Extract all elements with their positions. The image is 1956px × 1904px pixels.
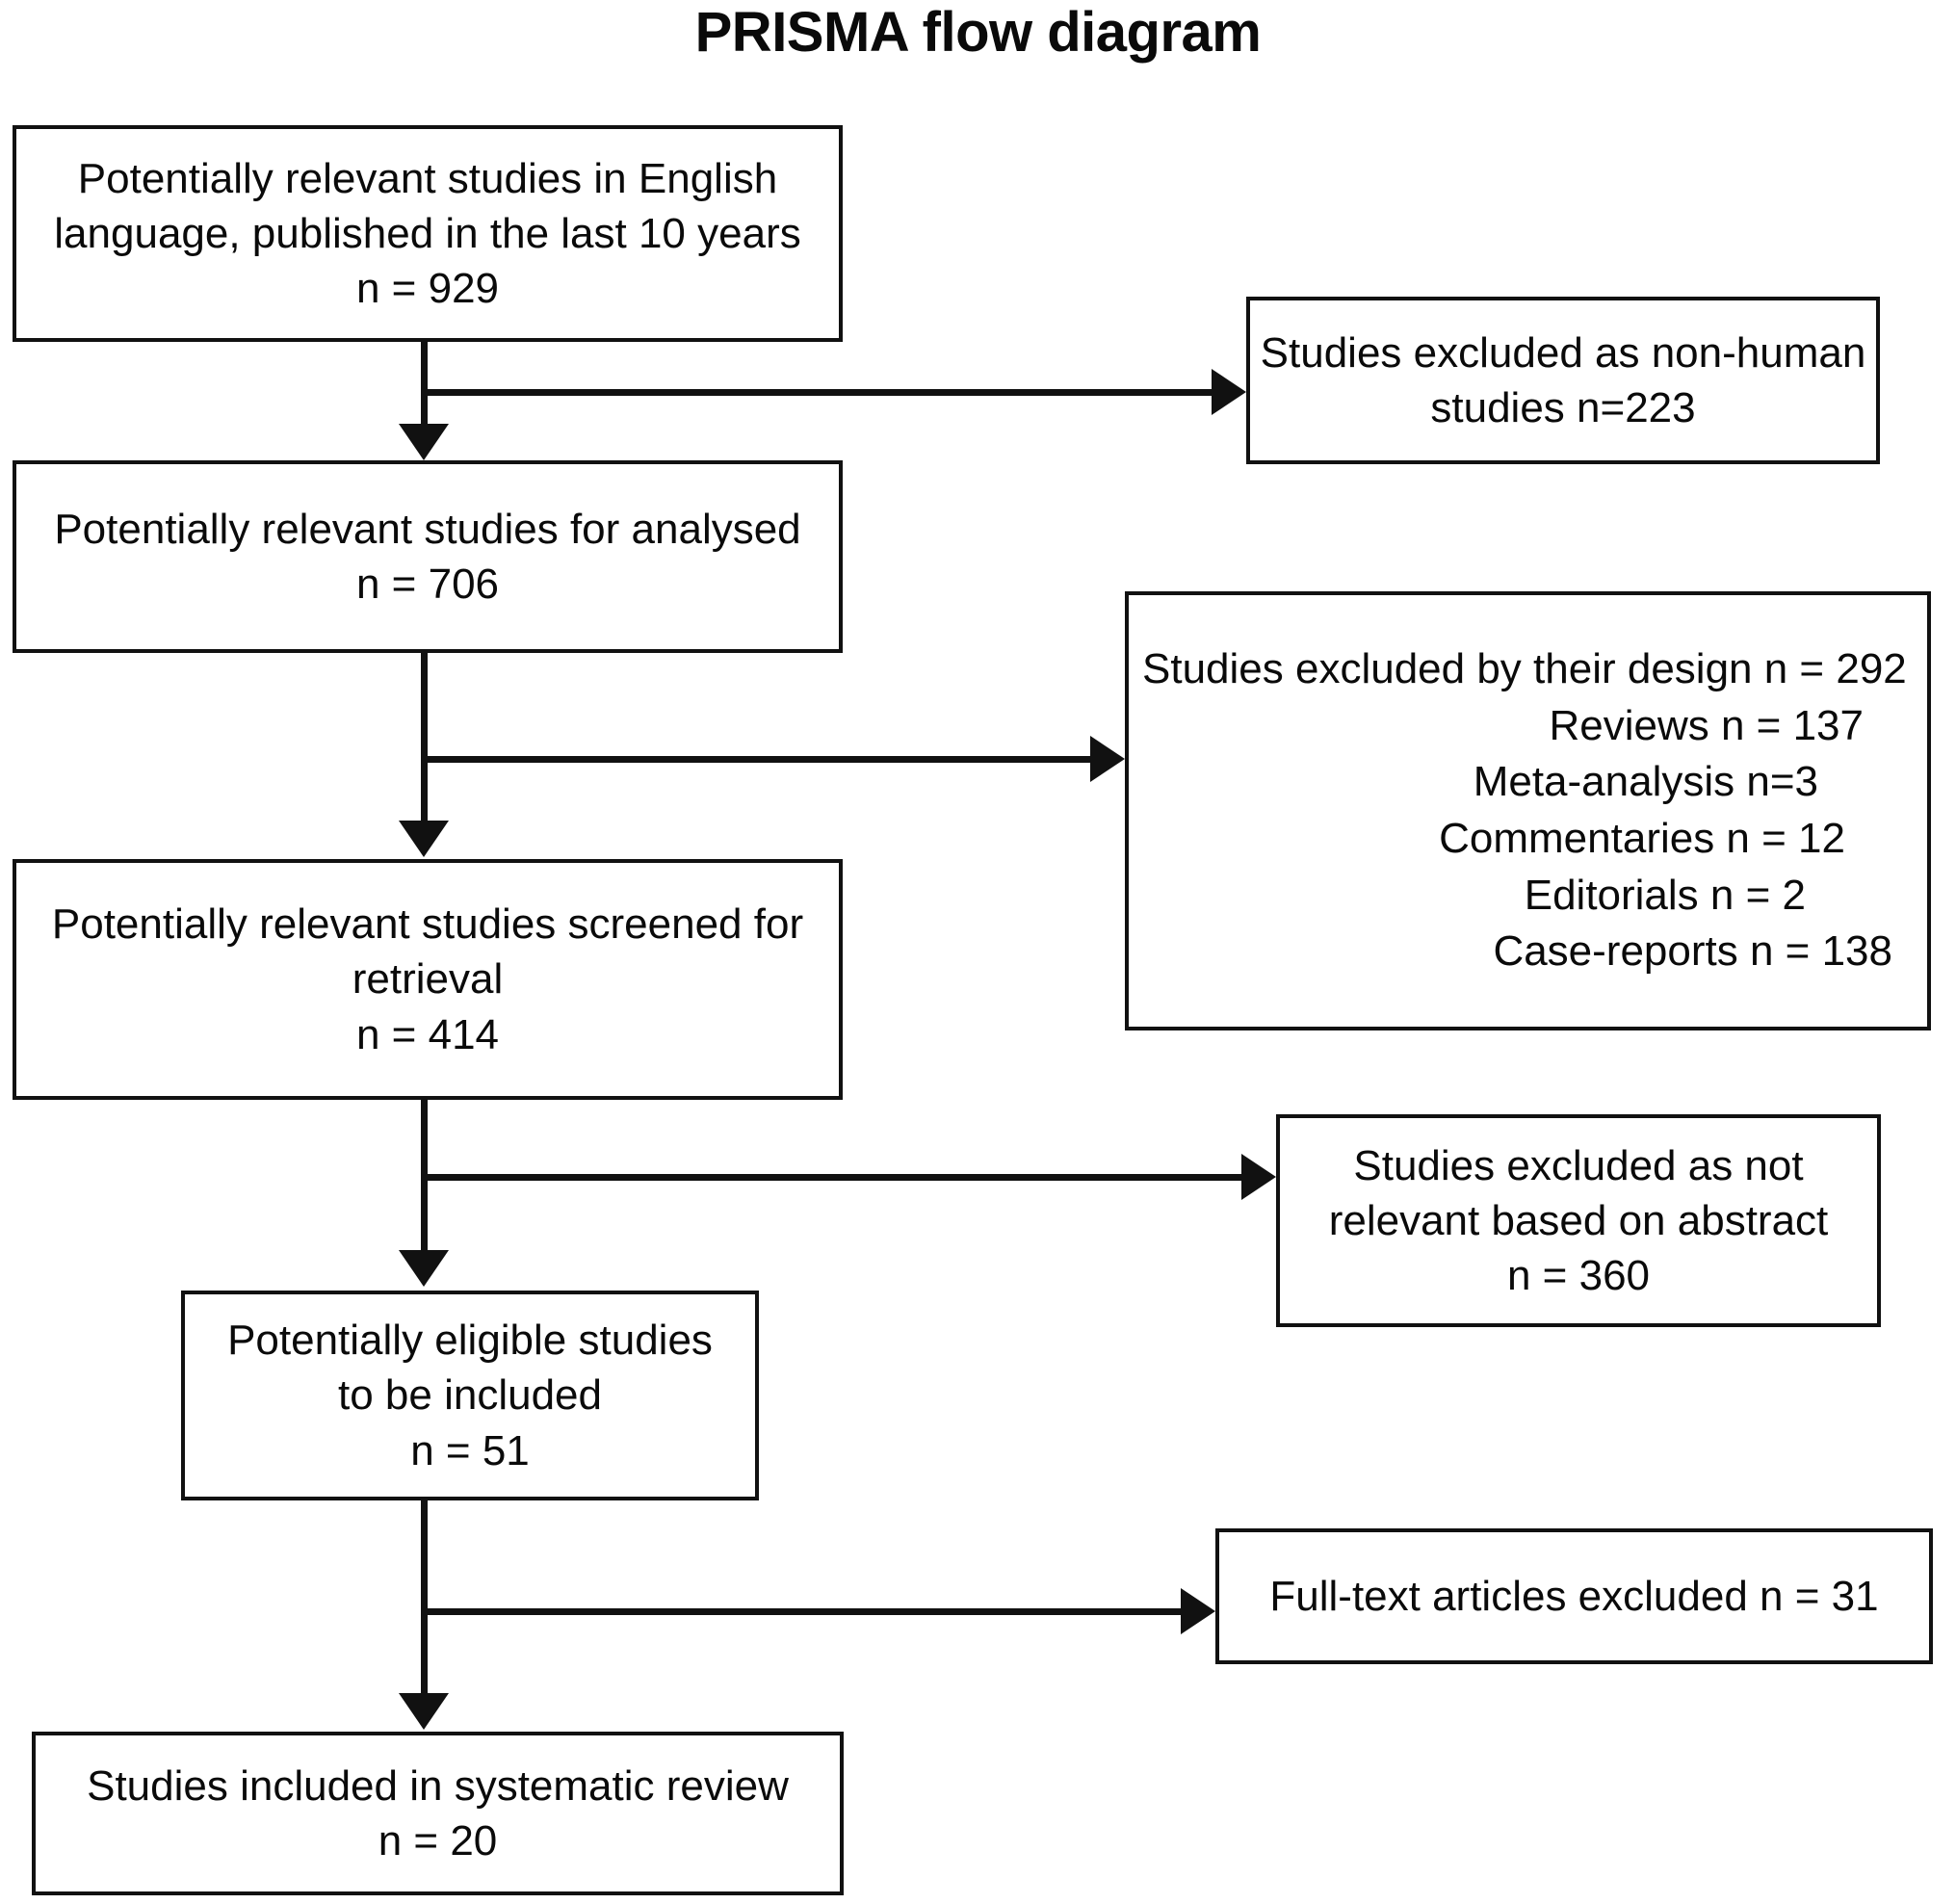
node-line: Potentially eligible studies — [227, 1317, 713, 1365]
node-line: Case-reports n = 138 — [1493, 927, 1892, 976]
page-title: PRISMA flow diagram — [694, 1, 1262, 64]
node-count: n = 929 — [355, 265, 500, 313]
arrow-right-eligible-to-fulltext — [1181, 1588, 1215, 1634]
node-line: retrieval — [352, 955, 504, 1004]
node-line: Potentially relevant studies in English — [77, 154, 778, 202]
arrow-down-identified-to-analysed — [399, 424, 449, 460]
node-line: Studies excluded as not — [1353, 1141, 1804, 1189]
node-count: n = 51 — [410, 1426, 530, 1474]
node-line: Studies excluded as non-human — [1260, 328, 1866, 377]
node-line: Editorials n = 2 — [1524, 871, 1806, 919]
node-count: n = 360 — [1506, 1252, 1651, 1300]
arrow-right-identified-to-nonhuman — [1212, 369, 1246, 415]
connector-identified-to-nonhuman — [421, 389, 1213, 396]
node-line: Potentially relevant studies screened fo… — [51, 900, 804, 949]
screened-for-retrieval-box: Potentially relevant studies screened fo… — [13, 859, 843, 1100]
node-count: studies n=223 — [1430, 384, 1696, 431]
connector-analysed-to-design — [421, 756, 1091, 763]
excluded-non-human-box: Studies excluded as non-human studies n=… — [1246, 297, 1880, 464]
arrow-right-screened-to-abstract — [1241, 1154, 1276, 1200]
connector-eligible-to-fulltext — [421, 1608, 1182, 1615]
connector-identified-to-analysed — [421, 342, 428, 430]
node-line: Potentially relevant studies for analyse… — [54, 505, 801, 553]
included-in-systematic-review-box: Studies included in systematic review n … — [32, 1732, 844, 1895]
excluded-by-design-box: Studies excluded by their design n = 292… — [1125, 591, 1931, 1030]
node-line: language, published in the last 10 years — [54, 209, 801, 257]
node-line: Meta-analysis n=3 — [1473, 758, 1818, 806]
excluded-not-relevant-abstract-box: Studies excluded as not relevant based o… — [1276, 1114, 1881, 1327]
potentially-eligible-box: Potentially eligible studies to be inclu… — [181, 1291, 759, 1500]
node-line: Studies excluded by their design n = 292 — [1142, 645, 1907, 693]
node-line: Commentaries n = 12 — [1439, 815, 1845, 862]
potentially-relevant-studies-box: Potentially relevant studies in English … — [13, 125, 843, 342]
connector-analysed-to-screened — [421, 653, 428, 824]
arrow-right-analysed-to-design — [1090, 736, 1125, 782]
node-count: n = 706 — [355, 561, 500, 608]
node-line: Studies included in systematic review — [87, 1761, 789, 1810]
node-line: to be included — [338, 1371, 602, 1420]
connector-eligible-to-included — [421, 1500, 428, 1697]
arrow-down-analysed-to-screened — [399, 821, 449, 857]
node-line: Reviews n = 137 — [1549, 701, 1864, 749]
arrow-down-eligible-to-included — [399, 1693, 449, 1730]
node-line: Full-text articles excluded n = 31 — [1269, 1572, 1879, 1620]
node-count: n = 414 — [355, 1010, 500, 1058]
node-line: relevant based on abstract — [1328, 1196, 1829, 1244]
node-count: n = 20 — [378, 1817, 498, 1865]
arrow-down-screened-to-eligible — [399, 1250, 449, 1287]
studies-for-analysed-box: Potentially relevant studies for analyse… — [13, 460, 843, 653]
connector-screened-to-abstract — [421, 1174, 1242, 1181]
full-text-excluded-box: Full-text articles excluded n = 31 — [1215, 1528, 1933, 1664]
